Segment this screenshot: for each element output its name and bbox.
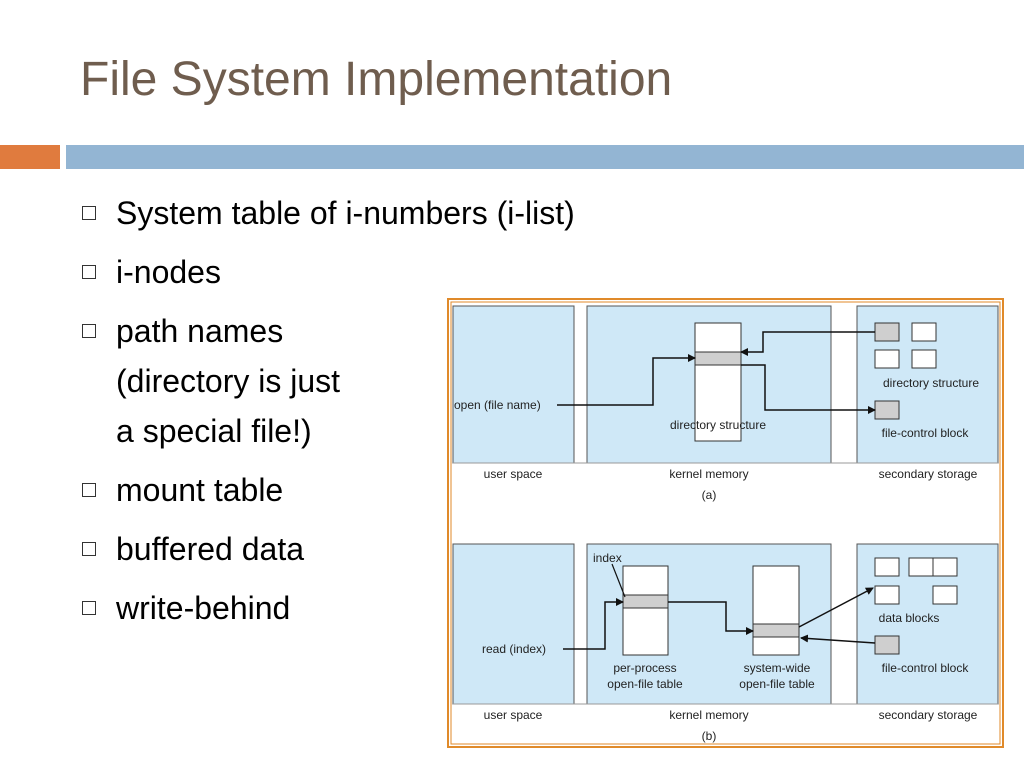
b-caption: (b) (702, 729, 717, 743)
b-table-link-arrow (668, 601, 754, 635)
b-user-space-label: user space (484, 708, 543, 722)
b-kernel-memory-label: kernel memory (669, 708, 748, 722)
a-fcb-arrow (741, 364, 876, 414)
b-read-arrow (563, 598, 624, 650)
a-directory-entry-highlight (694, 351, 742, 366)
a-storage-label-1: directory structure (883, 376, 979, 390)
square-bullet-icon (82, 206, 96, 220)
a-user-space-label: user space (484, 467, 543, 481)
b-per-process-label-1: per-process (613, 661, 676, 675)
bullet-text: buffered data (116, 531, 305, 567)
a-kernel-memory-label: kernel memory (669, 467, 748, 481)
b-call-label: read (index) (482, 642, 546, 656)
a-caption: (a) (702, 488, 717, 502)
a-call-label: open (file name) (454, 398, 541, 412)
square-bullet-icon (82, 542, 96, 556)
bullet-item: path names (directory is just a special … (82, 306, 575, 456)
bullet-text: a special file!) (116, 413, 312, 449)
a-storage-dir-box-4 (911, 349, 937, 369)
bullet-list: System table of i-numbers (i-list) i-nod… (82, 188, 575, 642)
bullet-text: mount table (116, 472, 284, 508)
b-fcb-box (874, 635, 900, 655)
b-index-pointer (611, 563, 626, 598)
b-data-block-2 (908, 557, 934, 577)
square-bullet-icon (82, 265, 96, 279)
b-data-block-1 (874, 557, 900, 577)
bullet-item: mount table (82, 465, 575, 515)
bullet-text: (directory is just (116, 363, 341, 399)
b-fcb-arrow (800, 634, 876, 644)
bullet-item: i-nodes (82, 247, 575, 297)
bullet-text: write-behind (116, 590, 291, 626)
square-bullet-icon (82, 324, 96, 338)
b-system-wide-table (752, 565, 800, 656)
b-data-block-5 (932, 585, 958, 605)
b-per-process-table (622, 565, 669, 656)
figure-inner-frame (450, 301, 1001, 745)
b-system-wide-label-2: open-file table (739, 677, 815, 691)
a-storage-fcb-box (874, 400, 900, 420)
bullet-text: path names (116, 313, 284, 349)
title-accent-bar (0, 145, 60, 169)
b-secondary-storage-label: secondary storage (879, 708, 978, 722)
b-per-process-entry (622, 594, 669, 609)
b-system-wide-label-1: system-wide (744, 661, 811, 675)
a-directory-structure-block (694, 322, 742, 442)
slide-title: File System Implementation (80, 53, 673, 106)
b-system-wide-entry (752, 623, 800, 638)
a-storage-label-2: file-control block (882, 426, 970, 440)
a-user-space-region (452, 305, 575, 464)
b-data-block-4 (874, 585, 900, 605)
a-kernel-label: directory structure (670, 418, 766, 432)
b-data-block-3 (932, 557, 958, 577)
bullet-text: System table of i-numbers (i-list) (116, 195, 575, 231)
bullet-item: System table of i-numbers (i-list) (82, 188, 575, 238)
b-storage-label-1: data blocks (879, 611, 940, 625)
a-open-arrow (557, 354, 696, 406)
b-index-label: index (593, 551, 622, 565)
a-secondary-storage-label: secondary storage (879, 467, 978, 481)
b-data-blocks-arrow (798, 587, 874, 628)
a-storage-dir-box-1 (874, 322, 900, 342)
a-storage-dir-box-2 (911, 322, 937, 342)
bullet-text: i-nodes (116, 254, 221, 290)
b-user-space-region (452, 543, 575, 705)
a-storage-dir-box-3 (874, 349, 900, 369)
a-dir-load-arrow (740, 331, 875, 356)
bullet-item: write-behind (82, 583, 575, 633)
b-storage-label-2: file-control block (882, 661, 970, 675)
square-bullet-icon (82, 483, 96, 497)
title-divider-bar (66, 145, 1024, 169)
b-per-process-label-2: open-file table (607, 677, 683, 691)
file-system-diagram: open (file name) directory structure dir… (447, 298, 1004, 748)
square-bullet-icon (82, 601, 96, 615)
bullet-item: buffered data (82, 524, 575, 574)
